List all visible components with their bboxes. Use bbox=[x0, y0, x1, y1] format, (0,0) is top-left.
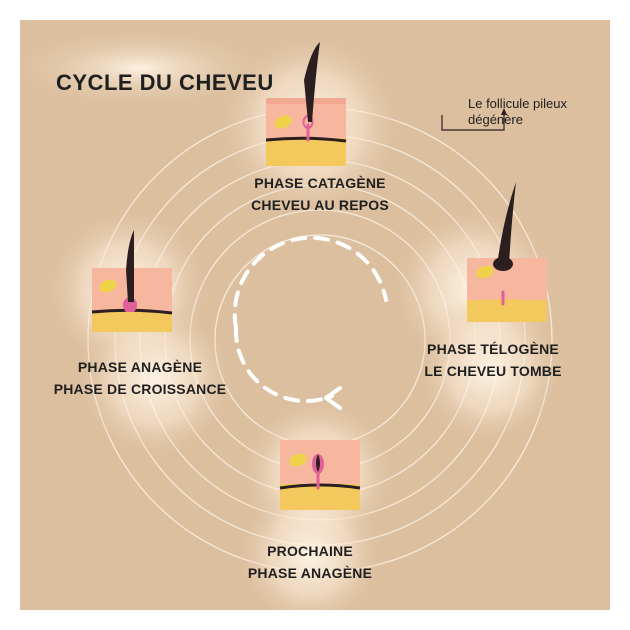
next-anagene-skin-illustration bbox=[279, 440, 361, 510]
catagene-label: PHASE CATAGÈNE CHEVEU AU REPOS bbox=[220, 172, 420, 216]
telogene-label-line-2: LE CHEVEU TOMBE bbox=[424, 363, 562, 379]
falling-hair-icon bbox=[497, 182, 516, 266]
anagene-label-line-2: PHASE DE CROISSANCE bbox=[53, 381, 227, 397]
next-anagene-label-line-1: PROCHAINE bbox=[267, 543, 353, 559]
new-hair-bud-icon bbox=[316, 454, 320, 472]
diagram-canvas: CYCLE DU CHEVEU Le follicule pileux dégé… bbox=[20, 20, 610, 610]
telogene-skin-illustration bbox=[466, 182, 548, 322]
telogene-label-line-1: PHASE TÉLOGÈNE bbox=[427, 341, 559, 357]
anagene-label-line-1: PHASE ANAGÈNE bbox=[77, 359, 203, 375]
follicle-annotation: Le follicule pileux dégénère bbox=[468, 96, 567, 128]
cycle-arrow bbox=[232, 235, 388, 404]
growing-hair-icon bbox=[126, 230, 134, 302]
catagene-skin-illustration bbox=[266, 42, 347, 166]
annotation-line-1: Le follicule pileux bbox=[468, 96, 568, 111]
telogene-label: PHASE TÉLOGÈNE LE CHEVEU TOMBE bbox=[418, 338, 568, 382]
anagene-skin-illustration bbox=[91, 230, 173, 332]
diagram-title: CYCLE DU CHEVEU bbox=[56, 70, 274, 95]
hair-strand-icon bbox=[304, 42, 320, 122]
anagene-label: PHASE ANAGÈNE PHASE DE CROISSANCE bbox=[50, 356, 230, 400]
catagene-label-line-1: PHASE CATAGÈNE bbox=[254, 175, 386, 191]
next-anagene-label: PROCHAINE PHASE ANAGÈNE bbox=[220, 540, 400, 584]
next-anagene-label-line-2: PHASE ANAGÈNE bbox=[247, 565, 373, 581]
catagene-label-line-2: CHEVEU AU REPOS bbox=[251, 197, 389, 213]
annotation-line-2: dégénère bbox=[468, 112, 523, 127]
